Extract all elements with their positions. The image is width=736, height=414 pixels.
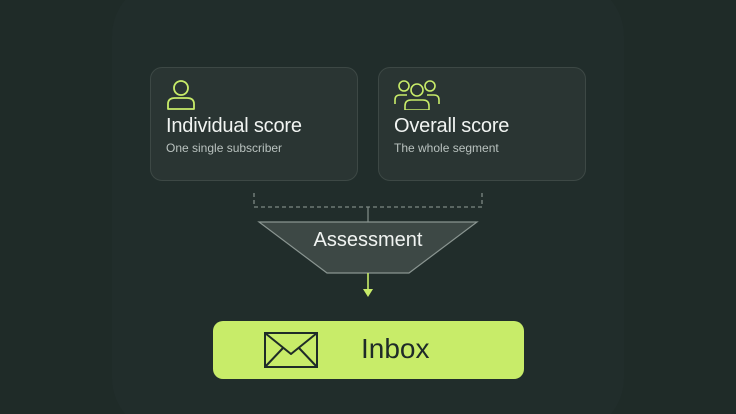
assessment-label: Assessment [313, 229, 423, 251]
individual-score-card: Individual score One single subscriber [150, 67, 358, 181]
group-icon [393, 78, 441, 115]
envelope-icon [264, 332, 318, 373]
individual-score-title: Individual score [166, 115, 302, 137]
assessment-funnel [257, 221, 479, 274]
individual-score-subtitle: One single subscriber [166, 141, 283, 155]
person-icon [165, 78, 197, 115]
dashed-bracket [253, 193, 483, 208]
overall-score-title: Overall score [394, 115, 510, 137]
inbox-box: Inbox [213, 321, 524, 379]
overall-score-subtitle: The whole segment [394, 141, 499, 155]
overall-score-card: Overall score The whole segment [378, 67, 586, 181]
down-arrow-head [363, 289, 373, 297]
inbox-label: Inbox [361, 333, 430, 364]
